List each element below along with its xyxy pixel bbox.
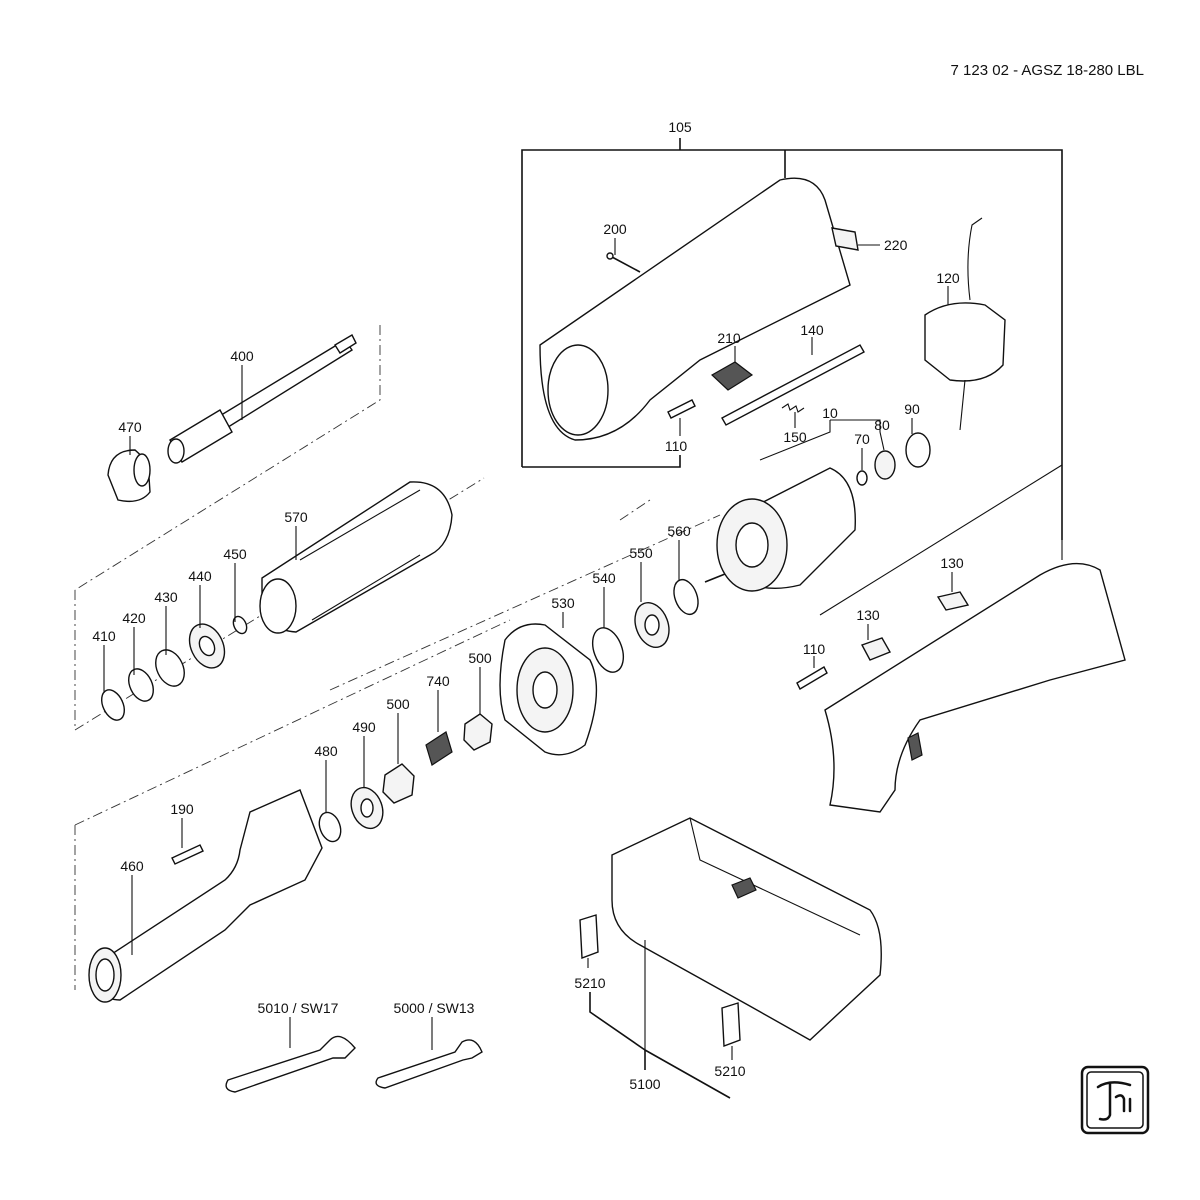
- callout-530: 530: [551, 595, 575, 611]
- part-5010-wrench: [225, 1035, 356, 1093]
- callout-540: 540: [592, 570, 616, 586]
- callout-5100: 5100: [629, 1076, 660, 1092]
- part-105-housing-half: [539, 177, 851, 441]
- callout-140: 140: [800, 322, 824, 338]
- callout-105: 105: [668, 119, 692, 135]
- part-220-brush: [831, 227, 859, 251]
- callout-220: 220: [884, 237, 908, 253]
- part-5210-clips: [579, 914, 741, 1047]
- part-400-spindle: [167, 334, 357, 464]
- part-470-collet-nut: [107, 449, 151, 503]
- callout-200: 200: [603, 221, 627, 237]
- callout-labels: 105 200 220 120 140 210 150 110 10 70 80…: [92, 119, 964, 1092]
- callout-560: 560: [667, 523, 691, 539]
- part-500-740-group: [318, 713, 493, 843]
- callout-490: 490: [352, 719, 376, 735]
- part-120-electronics: [924, 217, 1006, 431]
- document-title: 7 123 02 - AGSZ 18-280 LBL: [950, 62, 1144, 79]
- callout-80: 80: [874, 417, 890, 433]
- callout-430: 430: [154, 589, 178, 605]
- callout-480: 480: [314, 743, 338, 759]
- callout-5210-right: 5210: [714, 1063, 745, 1079]
- callout-550: 550: [629, 545, 653, 561]
- callout-5000: 5000 / SW13: [394, 1000, 475, 1016]
- callout-740: 740: [426, 673, 450, 689]
- part-5100-case: [611, 817, 882, 1041]
- part-570-grip-sleeve: [259, 481, 453, 634]
- fein-logo-icon: [1080, 1065, 1150, 1135]
- callout-5010: 5010 / SW17: [258, 1000, 339, 1016]
- part-housing-lower: [824, 562, 1126, 813]
- group-bracket-105: [521, 138, 1063, 616]
- callout-500-upper: 500: [468, 650, 492, 666]
- part-5000-wrench: [375, 1039, 483, 1089]
- part-530-flange: [499, 623, 598, 756]
- callout-440: 440: [188, 568, 212, 584]
- callout-210: 210: [717, 330, 741, 346]
- part-460-handle: [88, 789, 323, 1003]
- callout-130-upper: 130: [940, 555, 964, 571]
- callout-10: 10: [822, 405, 838, 421]
- part-bearing-540-560: [591, 578, 699, 673]
- part-10-armature: [704, 467, 856, 592]
- part-110-pin: [796, 666, 828, 690]
- callout-70: 70: [854, 431, 870, 447]
- callout-90: 90: [904, 401, 920, 417]
- part-rings-410-450: [100, 615, 248, 721]
- callout-420: 420: [122, 610, 146, 626]
- callout-130-lower: 130: [856, 607, 880, 623]
- part-70-90: [856, 432, 931, 486]
- callout-460: 460: [120, 858, 144, 874]
- callout-400: 400: [230, 348, 254, 364]
- callout-570: 570: [284, 509, 308, 525]
- callout-110-upper: 110: [665, 438, 688, 454]
- callout-120: 120: [936, 270, 960, 286]
- part-190-screw: [171, 844, 204, 865]
- callout-150: 150: [783, 429, 807, 445]
- part-200-screw: [606, 252, 641, 273]
- part-210-switch-group: [667, 344, 865, 426]
- callout-110-lower: 110: [803, 641, 826, 657]
- leader-lines: [103, 238, 953, 1099]
- part-130-brushes: [860, 591, 970, 661]
- callout-450: 450: [223, 546, 247, 562]
- callout-190: 190: [170, 801, 194, 817]
- callout-410: 410: [92, 628, 116, 644]
- callout-5210-left: 5210: [574, 975, 605, 991]
- callout-470: 470: [118, 419, 142, 435]
- callout-500-lower: 500: [386, 696, 410, 712]
